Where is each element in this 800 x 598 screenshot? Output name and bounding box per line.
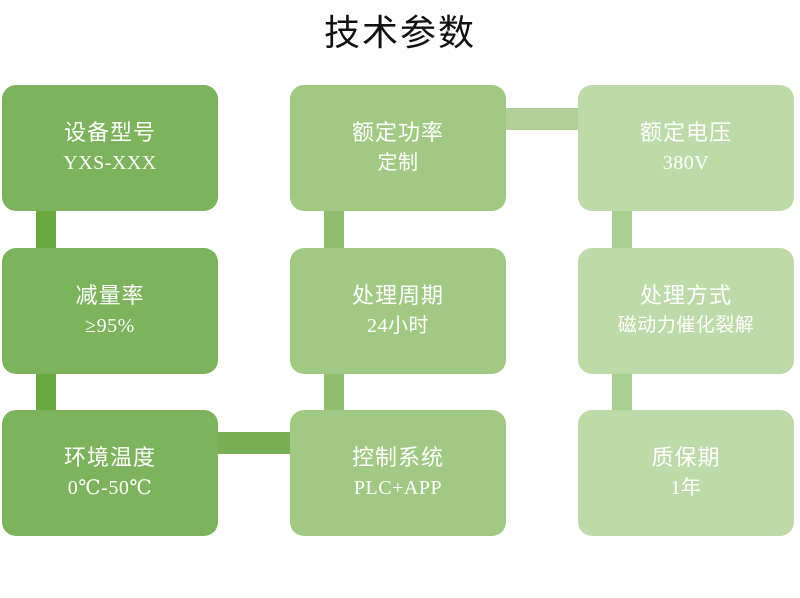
card-label: 设备型号 bbox=[63, 120, 156, 145]
card-reduction-rate[interactable]: 减量率 ≥95% bbox=[2, 248, 218, 374]
card-label: 控制系统 bbox=[351, 445, 444, 470]
connector-vertical-col2-top bbox=[324, 196, 344, 262]
card-label: 环境温度 bbox=[63, 445, 156, 470]
connector-horizontal-bottom-row bbox=[210, 432, 302, 454]
connector-vertical-col3-top bbox=[612, 196, 632, 262]
card-value: 0℃-50℃ bbox=[67, 477, 153, 499]
card-control-system[interactable]: 控制系统 PLC+APP bbox=[290, 410, 506, 536]
card-value: ≥95% bbox=[85, 315, 135, 337]
card-rated-voltage[interactable]: 额定电压 380V bbox=[578, 85, 794, 211]
card-value: PLC+APP bbox=[353, 477, 443, 499]
card-label: 处理周期 bbox=[351, 283, 444, 308]
card-warranty-period[interactable]: 质保期 1年 bbox=[578, 410, 794, 536]
connector-vertical-col1-top bbox=[36, 196, 56, 262]
card-value: YXS-XXX bbox=[63, 152, 157, 174]
card-label: 额定功率 bbox=[351, 120, 444, 145]
card-value: 1年 bbox=[670, 477, 702, 499]
card-rated-power[interactable]: 额定功率 定制 bbox=[290, 85, 506, 211]
card-label: 减量率 bbox=[75, 283, 145, 308]
connector-horizontal-top-row bbox=[500, 108, 592, 130]
card-treatment-method[interactable]: 处理方式 磁动力催化裂解 bbox=[578, 248, 794, 374]
card-treatment-cycle[interactable]: 处理周期 24小时 bbox=[290, 248, 506, 374]
card-label: 处理方式 bbox=[639, 283, 732, 308]
card-ambient-temperature[interactable]: 环境温度 0℃-50℃ bbox=[2, 410, 218, 536]
card-value: 24小时 bbox=[367, 315, 429, 337]
page-title: 技术参数 bbox=[323, 13, 476, 54]
card-value: 定制 bbox=[377, 152, 419, 174]
card-device-model[interactable]: 设备型号 YXS-XXX bbox=[2, 85, 218, 211]
card-label: 质保期 bbox=[651, 445, 721, 470]
card-label: 额定电压 bbox=[639, 120, 732, 145]
card-value: 磁动力催化裂解 bbox=[617, 315, 755, 336]
card-value: 380V bbox=[662, 152, 710, 174]
